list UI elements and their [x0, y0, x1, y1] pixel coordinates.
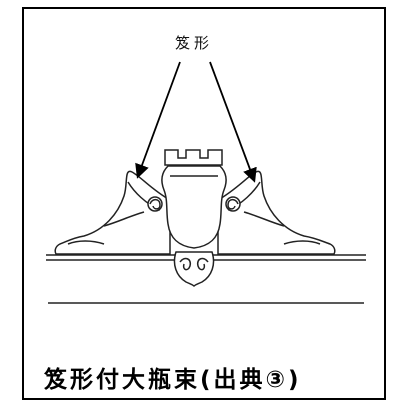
- left-kyugata: [54, 170, 171, 255]
- vase-post: [161, 165, 227, 249]
- figure-caption: 笈形付大瓶束(出典③): [44, 367, 302, 393]
- pointer-arrows: [135, 61, 257, 183]
- top-block: [164, 149, 223, 166]
- bottom-ornament: [173, 251, 215, 288]
- right-kyugata: [217, 170, 336, 255]
- kyugata-label: 笈形: [174, 34, 213, 52]
